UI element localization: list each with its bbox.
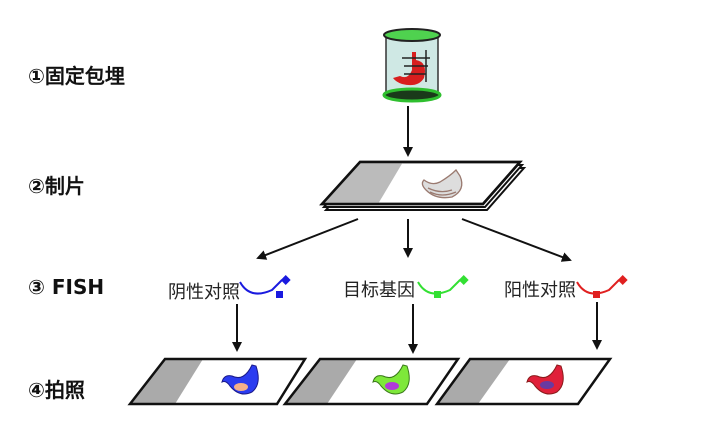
arrow <box>461 218 572 262</box>
embedding-jar-icon <box>382 28 442 103</box>
negative-control-label: 阴性对照 <box>168 282 240 303</box>
positive-control-label: 阳性对照 <box>504 280 576 301</box>
step-4-label: ④拍照 <box>28 378 85 402</box>
step-2-label: ②制片 <box>28 174 85 198</box>
result-slide-negative <box>127 357 308 406</box>
arrow <box>256 218 359 260</box>
result-slide-target <box>282 357 461 406</box>
slide-stack <box>319 160 527 211</box>
probe-icon-negative <box>239 275 291 298</box>
step-1-label: ①固定包埋 <box>28 64 125 88</box>
probe-icon-target <box>417 275 469 298</box>
target-gene-label: 目标基因 <box>343 280 415 301</box>
step-3-label: ③ FISH <box>28 275 105 299</box>
probe-icon-positive <box>576 275 628 298</box>
tissue-section-icon <box>421 168 463 199</box>
result-slide-positive <box>434 357 613 406</box>
